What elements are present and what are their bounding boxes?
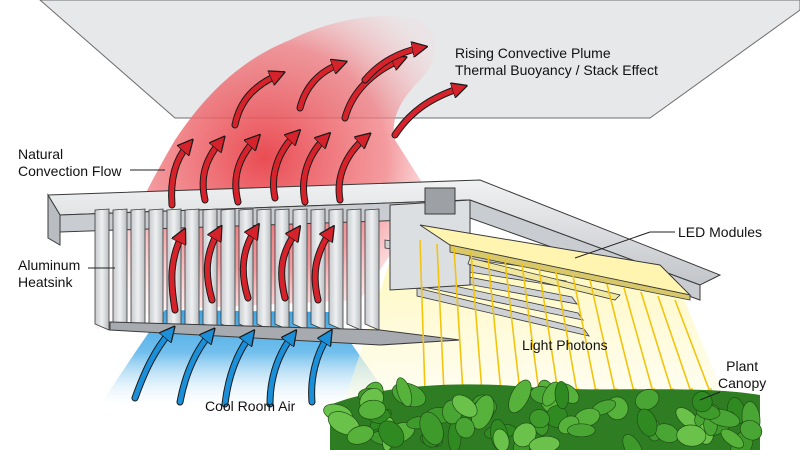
hot-air-arrows xyxy=(168,48,460,314)
blue-curved-arrow-icon xyxy=(309,336,328,405)
led-modules-text: LED Modules xyxy=(678,224,763,240)
leaf xyxy=(396,377,413,407)
heatsink-label-line-1: Aluminum xyxy=(18,257,81,273)
leaf xyxy=(508,379,532,414)
natural-label-line-2: Convection Flow xyxy=(18,163,122,179)
heatsink-fin xyxy=(256,208,272,331)
red-curved-arrow-icon xyxy=(362,48,420,83)
plant-label-line-2: Canopy xyxy=(718,375,767,391)
heatsink-fin xyxy=(112,208,128,331)
red-curved-arrow-icon xyxy=(342,60,400,121)
blue-curved-arrow-icon xyxy=(222,336,250,407)
heatsink-fin xyxy=(220,208,236,331)
heatsink-fin xyxy=(292,208,308,331)
plume-label-line-1: Rising Convective Plume xyxy=(455,45,611,61)
light-photon-arrows xyxy=(419,239,712,396)
yellow-arrow-icon xyxy=(521,263,542,396)
leaf xyxy=(720,428,744,449)
yellow-arrow-icon xyxy=(436,243,448,396)
leaf xyxy=(622,433,644,450)
red-curved-arrow-icon xyxy=(169,235,182,313)
light-photons-label: Light Photons xyxy=(522,337,608,354)
blue-curved-arrow-icon xyxy=(132,332,170,401)
yellow-arrow-icon xyxy=(419,239,429,396)
leaf xyxy=(346,425,374,445)
natural-convection-label: Natural Convection Flow xyxy=(18,146,122,180)
leaf xyxy=(451,394,478,418)
plant-canopy-label: Plant Canopy xyxy=(718,358,766,392)
red-curved-arrow-icon xyxy=(271,135,295,201)
yellow-arrow-icon xyxy=(504,259,523,396)
yellow-arrow-icon xyxy=(555,271,580,396)
heatsink-fin xyxy=(94,208,110,331)
yellow-arrow-icon xyxy=(453,247,466,396)
heatsink-fin xyxy=(148,208,164,331)
led-modules-label: LED Modules xyxy=(678,224,762,241)
red-curved-arrow-icon xyxy=(279,232,296,301)
leaf xyxy=(419,411,444,446)
leaf xyxy=(455,417,475,439)
red-curved-arrow-icon xyxy=(233,140,255,205)
cool-room-air-label: Cool Room Air xyxy=(205,398,295,415)
leaf xyxy=(528,435,561,450)
leaf xyxy=(358,399,386,420)
yellow-arrow-icon xyxy=(487,255,504,396)
yellow-arrow-icon xyxy=(657,295,693,396)
yellow-arrow-icon xyxy=(640,291,675,396)
yellow-arrow-icon xyxy=(572,275,599,396)
red-curved-arrow-icon xyxy=(392,88,460,138)
leaf xyxy=(739,419,763,441)
red-curved-arrow-icon xyxy=(312,232,330,303)
yellow-arrow-icon xyxy=(623,287,656,396)
plume-label-line-2: Thermal Buoyancy / Stack Effect xyxy=(455,62,658,78)
yellow-arrow-icon xyxy=(589,279,618,396)
yellow-arrow-icon xyxy=(470,251,485,396)
cool-air-arrows xyxy=(131,332,328,408)
red-curved-arrow-icon xyxy=(200,142,220,203)
leaf xyxy=(378,420,405,448)
red-curved-arrow-icon xyxy=(336,138,365,203)
red-curved-arrow-icon xyxy=(240,230,255,301)
natural-label-line-1: Natural xyxy=(18,146,64,162)
plant-canopy xyxy=(323,377,763,450)
heatsink-fin xyxy=(328,208,344,331)
leaf xyxy=(529,409,550,429)
heatsink-fin xyxy=(364,208,380,331)
plant-label-line-1: Plant xyxy=(726,358,759,374)
red-curved-arrow-icon xyxy=(169,145,188,208)
cool-air-text: Cool Room Air xyxy=(205,398,296,414)
leaf xyxy=(554,381,570,410)
leaf xyxy=(691,391,713,413)
leaf xyxy=(567,423,596,438)
blue-curved-arrow-icon xyxy=(177,334,210,405)
leaf xyxy=(636,408,658,437)
yellow-arrow-icon xyxy=(674,299,712,395)
leaf xyxy=(676,424,707,447)
heatsink-fin xyxy=(184,208,200,331)
red-curved-arrow-icon xyxy=(297,64,340,111)
aluminum-heatsink-label: Aluminum Heatsink xyxy=(18,257,80,291)
heatsink-fin xyxy=(130,208,146,331)
yellow-arrow-icon xyxy=(538,267,561,396)
red-curved-arrow-icon xyxy=(204,232,218,303)
red-curved-arrow-icon xyxy=(301,138,325,205)
heatsink-label-line-2: Heatsink xyxy=(18,274,73,290)
leaf xyxy=(634,388,660,411)
leader-lines xyxy=(88,169,721,401)
yellow-arrow-icon xyxy=(606,283,637,396)
light-photons-text: Light Photons xyxy=(522,337,608,353)
leaf xyxy=(492,428,510,450)
rising-plume-label: Rising Convective Plume Thermal Buoyancy… xyxy=(455,45,658,79)
blue-curved-arrow-icon xyxy=(267,336,292,407)
heatsink-fin xyxy=(346,208,362,331)
red-curved-arrow-icon xyxy=(232,75,278,128)
